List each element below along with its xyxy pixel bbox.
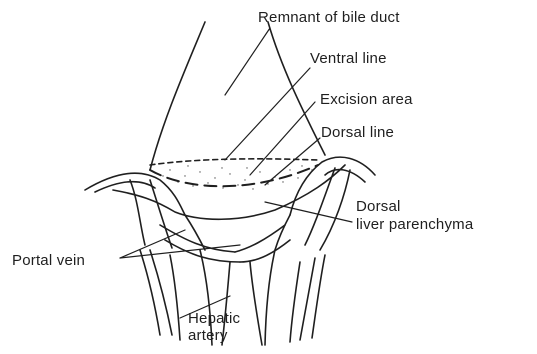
portal-vein-right-branch xyxy=(235,225,285,252)
leader-remnant-bile-duct xyxy=(225,28,270,95)
portal-vein-trunk-right xyxy=(250,262,262,345)
small-vessel-left-1 xyxy=(140,250,160,335)
label-hepatic-artery-line2: artery xyxy=(188,327,228,344)
label-dorsal-liver-line1: Dorsal xyxy=(356,198,401,215)
label-portal-vein: Portal vein xyxy=(12,252,85,269)
portal-vein-right-branch-2 xyxy=(240,240,290,262)
leader-portal-vein-2 xyxy=(120,245,240,258)
label-excision-area: Excision area xyxy=(320,91,413,108)
label-dorsal-liver-line2: liver parenchyma xyxy=(356,216,473,233)
hepatic-artery-right xyxy=(265,250,275,345)
small-vessel-right-3 xyxy=(290,262,300,342)
label-dorsal-line: Dorsal line xyxy=(321,124,394,141)
leader-ventral-line xyxy=(225,68,310,160)
label-hepatic-artery-line1: Hepatic xyxy=(188,310,240,327)
label-ventral-line: Ventral line xyxy=(310,50,387,67)
right-hilar-branch-lower-2 xyxy=(305,168,335,245)
left-hilar-branch-lower xyxy=(130,180,145,245)
small-vessel-left-3 xyxy=(170,255,180,340)
excision-area-stipple xyxy=(162,165,312,189)
left-hilar-branch-lower-2 xyxy=(150,180,172,248)
small-vessel-left-2 xyxy=(150,250,172,335)
left-hilar-branch-inner xyxy=(95,182,155,192)
label-remnant-bile-duct: Remnant of bile duct xyxy=(258,9,400,26)
bile-duct-remnant-outline xyxy=(150,22,325,170)
leader-portal-vein-1 xyxy=(120,230,185,258)
hepatic-artery-branch xyxy=(185,215,205,250)
dorsal-line xyxy=(150,165,318,186)
leader-dorsal-line xyxy=(265,138,320,185)
leader-excision-area xyxy=(250,102,315,175)
